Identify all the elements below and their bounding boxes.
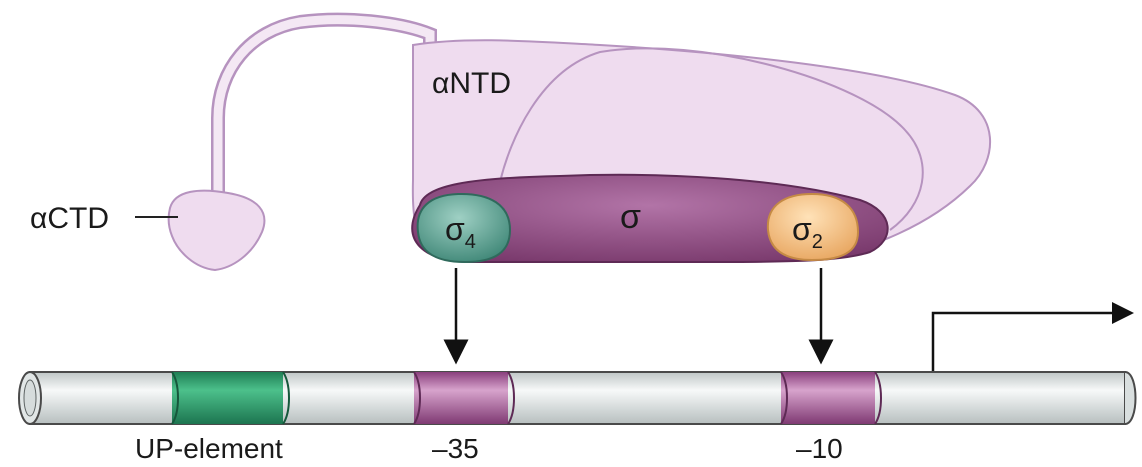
up-element-region	[172, 372, 289, 424]
minus10-box	[781, 372, 881, 424]
alpha-ctd-domain	[169, 191, 265, 270]
up-element-label: UP-element	[135, 433, 283, 464]
bent-arrow-icon	[933, 313, 1112, 372]
minus35-box	[414, 372, 514, 424]
sigma-label: σ	[620, 198, 641, 236]
minus10-label: –10	[796, 433, 843, 464]
minus35-label: –35	[432, 433, 479, 464]
alpha-ctd-label: αCTD	[30, 202, 109, 235]
alpha-ntd-label: αNTD	[432, 67, 511, 100]
